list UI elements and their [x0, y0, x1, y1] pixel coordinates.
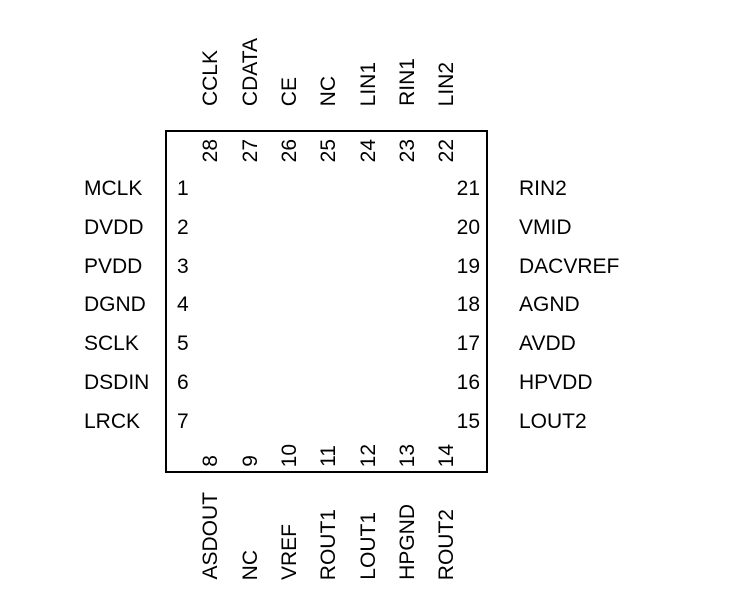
- pin-number: 2: [177, 215, 189, 239]
- pin-label: DACVREF: [519, 254, 620, 278]
- right-pin-numbers: 21 20 19 18 17 16 15: [440, 170, 480, 442]
- pin-label: MCLK: [84, 177, 143, 200]
- right-pin-labels: RIN2 VMID DACVREF AGND AVDD HPVDD LOUT2: [519, 170, 619, 442]
- pin-label: VREF: [278, 523, 302, 580]
- pin-number: 7: [177, 409, 189, 433]
- pin-label: CE: [278, 76, 302, 106]
- pin-number: 11: [317, 445, 341, 467]
- pin-label: ASDOUT: [199, 492, 223, 580]
- pin-label: LOUT2: [519, 409, 587, 433]
- pin-number: 9: [238, 455, 262, 467]
- bottom-pin-numbers: 8 9 10 11 12 13 14: [191, 437, 466, 467]
- pin-label: AGND: [519, 293, 580, 317]
- pin-number: 5: [177, 332, 189, 356]
- pin-label: LIN1: [356, 61, 380, 106]
- pin-label: NC: [317, 75, 341, 106]
- pin-label: ROUT1: [317, 508, 341, 580]
- pin-number: 23: [396, 139, 420, 163]
- pin-label: ROUT2: [435, 508, 459, 580]
- pin-number: 19: [456, 254, 480, 278]
- pin-label: LOUT1: [356, 512, 380, 580]
- top-pin-labels: CCLK CDATA CE NC LIN1 RIN1 LIN2: [191, 16, 466, 106]
- pin-number: 22: [435, 139, 459, 163]
- left-pin-labels: MCLK DVDD PVDD DGND SCLK DSDIN LRCK: [84, 170, 149, 442]
- pin-number: 24: [356, 139, 380, 163]
- pin-label: HPGND: [396, 504, 420, 580]
- chip-body: [165, 130, 488, 473]
- pin-number: 15: [456, 409, 480, 433]
- pin-label: DVDD: [84, 215, 144, 239]
- pin-label: LRCK: [84, 409, 141, 433]
- pin-label: NC: [238, 549, 262, 580]
- pin-number: 17: [456, 332, 480, 356]
- pin-number: 12: [356, 443, 380, 467]
- pin-number: 21: [456, 177, 480, 200]
- pin-label: AVDD: [519, 332, 576, 356]
- pin-number: 8: [199, 455, 223, 467]
- pin-label: RIN1: [396, 58, 420, 106]
- pin-number: 27: [238, 139, 262, 163]
- pin-number: 1: [177, 177, 189, 200]
- pin-label: SCLK: [84, 332, 139, 356]
- pin-number: 25: [317, 139, 341, 163]
- pin-number: 26: [278, 139, 302, 163]
- pin-label: RIN2: [519, 177, 567, 200]
- pin-label: LIN2: [435, 61, 459, 106]
- pin-number: 16: [456, 371, 480, 395]
- pin-number: 20: [456, 215, 480, 239]
- pin-label: DGND: [84, 293, 146, 317]
- pin-number: 6: [177, 371, 189, 395]
- bottom-pin-labels: ASDOUT NC VREF ROUT1 LOUT1 HPGND ROUT2: [191, 490, 466, 580]
- pin-number: 14: [435, 443, 459, 467]
- pin-label: DSDIN: [84, 371, 150, 395]
- pin-label: HPVDD: [519, 371, 593, 395]
- top-pin-numbers: 28 27 26 25 24 23 22: [191, 139, 466, 169]
- pin-label: CCLK: [199, 49, 223, 106]
- pin-label: PVDD: [84, 254, 143, 278]
- pin-label: VMID: [519, 215, 572, 239]
- pin-number: 10: [278, 443, 302, 467]
- pin-number: 28: [199, 139, 223, 163]
- pin-label: CDATA: [238, 37, 262, 106]
- left-pin-numbers: 1 2 3 4 5 6 7: [177, 170, 189, 442]
- pin-number: 4: [177, 293, 189, 317]
- pin-number: 18: [456, 293, 480, 317]
- pin-number: 3: [177, 254, 189, 278]
- pin-number: 13: [396, 443, 420, 467]
